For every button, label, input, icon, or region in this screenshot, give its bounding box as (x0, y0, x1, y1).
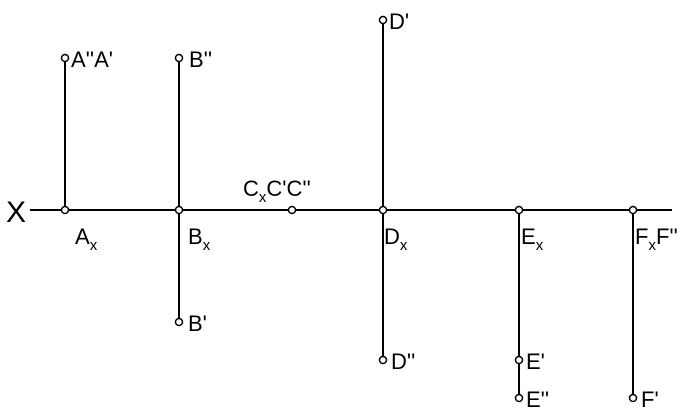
label-a-x: Ax (75, 224, 98, 254)
label-c: CxC'C'' (243, 176, 311, 206)
point-d-lower (378, 355, 388, 365)
label-d-x: Dx (384, 224, 408, 254)
point-a-upper (60, 53, 70, 63)
label-e-x: Ex (521, 224, 544, 254)
label-a-upper: A''A' (71, 47, 113, 72)
point-a-x (60, 205, 70, 215)
point-b-x (174, 205, 184, 215)
label-e-lower-1: E' (526, 349, 545, 374)
label-b-x: Bx (188, 224, 211, 254)
label-f: FxF'' (635, 224, 678, 254)
axis-label-x: X (6, 196, 26, 229)
point-d-upper (378, 15, 388, 25)
label-b-lower: B' (188, 311, 207, 336)
point-e-lower-2 (514, 393, 524, 403)
label-b-upper: B'' (189, 47, 212, 72)
label-d-upper: D' (389, 9, 409, 34)
label-d-lower: D'' (391, 349, 415, 374)
point-f-x (628, 205, 638, 215)
point-d-x (378, 205, 388, 215)
point-b-lower (174, 317, 184, 327)
point-f-lower (628, 393, 638, 403)
point-e-x (514, 205, 524, 215)
point-b-upper (174, 53, 184, 63)
label-f-lower: F' (641, 387, 659, 410)
label-e-lower-2: E'' (526, 387, 549, 410)
point-e-lower-1 (514, 355, 524, 365)
point-c (287, 205, 297, 215)
